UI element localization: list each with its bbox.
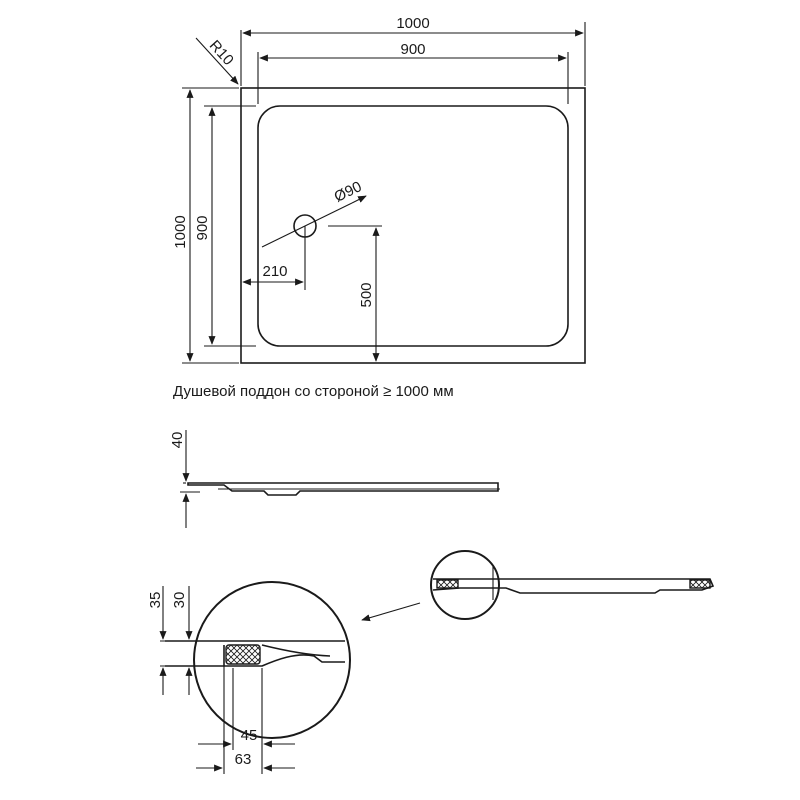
edge-seal-hatch-large <box>225 644 261 665</box>
tray-inner-basin <box>257 105 569 347</box>
detail-width-inner-label: 45 <box>241 727 258 744</box>
detail-profile-curve <box>223 645 345 667</box>
detail-height-outer-label: 35 <box>147 592 164 609</box>
drain-offset-x-label: 210 <box>262 263 287 280</box>
drain-offset-y-label: 500 <box>358 282 375 307</box>
drain-diameter-leader <box>261 202 353 248</box>
tray-profile-long <box>432 578 715 594</box>
radius-leader <box>195 37 239 85</box>
detail-circle-small <box>430 550 500 620</box>
drain-diameter-label: Ø90 <box>332 178 365 206</box>
height-inner-label: 900 <box>194 215 211 240</box>
detail-width-outer-label: 63 <box>235 751 252 768</box>
width-inner-label: 900 <box>400 41 425 58</box>
side-view: 40 <box>169 430 500 528</box>
detail-callout-large: 35 30 45 63 <box>147 581 351 774</box>
corner-radius-label: R10 <box>206 37 237 69</box>
tray-side-profile <box>187 482 499 496</box>
height-outer-label: 1000 <box>172 215 189 248</box>
top-view: 1000 900 R10 1000 900 Ø90 210 500 <box>172 15 586 364</box>
edge-seal-hatch-right <box>689 579 711 589</box>
edge-seal-hatch-small <box>436 579 459 589</box>
detail-circle-large <box>193 581 351 739</box>
detail-arrow <box>361 602 421 622</box>
detail-callout-small <box>361 550 715 622</box>
detail-height-inner-label: 30 <box>171 592 188 609</box>
tray-outer-outline <box>240 87 586 364</box>
width-outer-label: 1000 <box>396 15 429 32</box>
drawing-caption: Душевой поддон со стороной ≥ 1000 мм <box>173 383 454 400</box>
side-height-label: 40 <box>169 432 186 449</box>
